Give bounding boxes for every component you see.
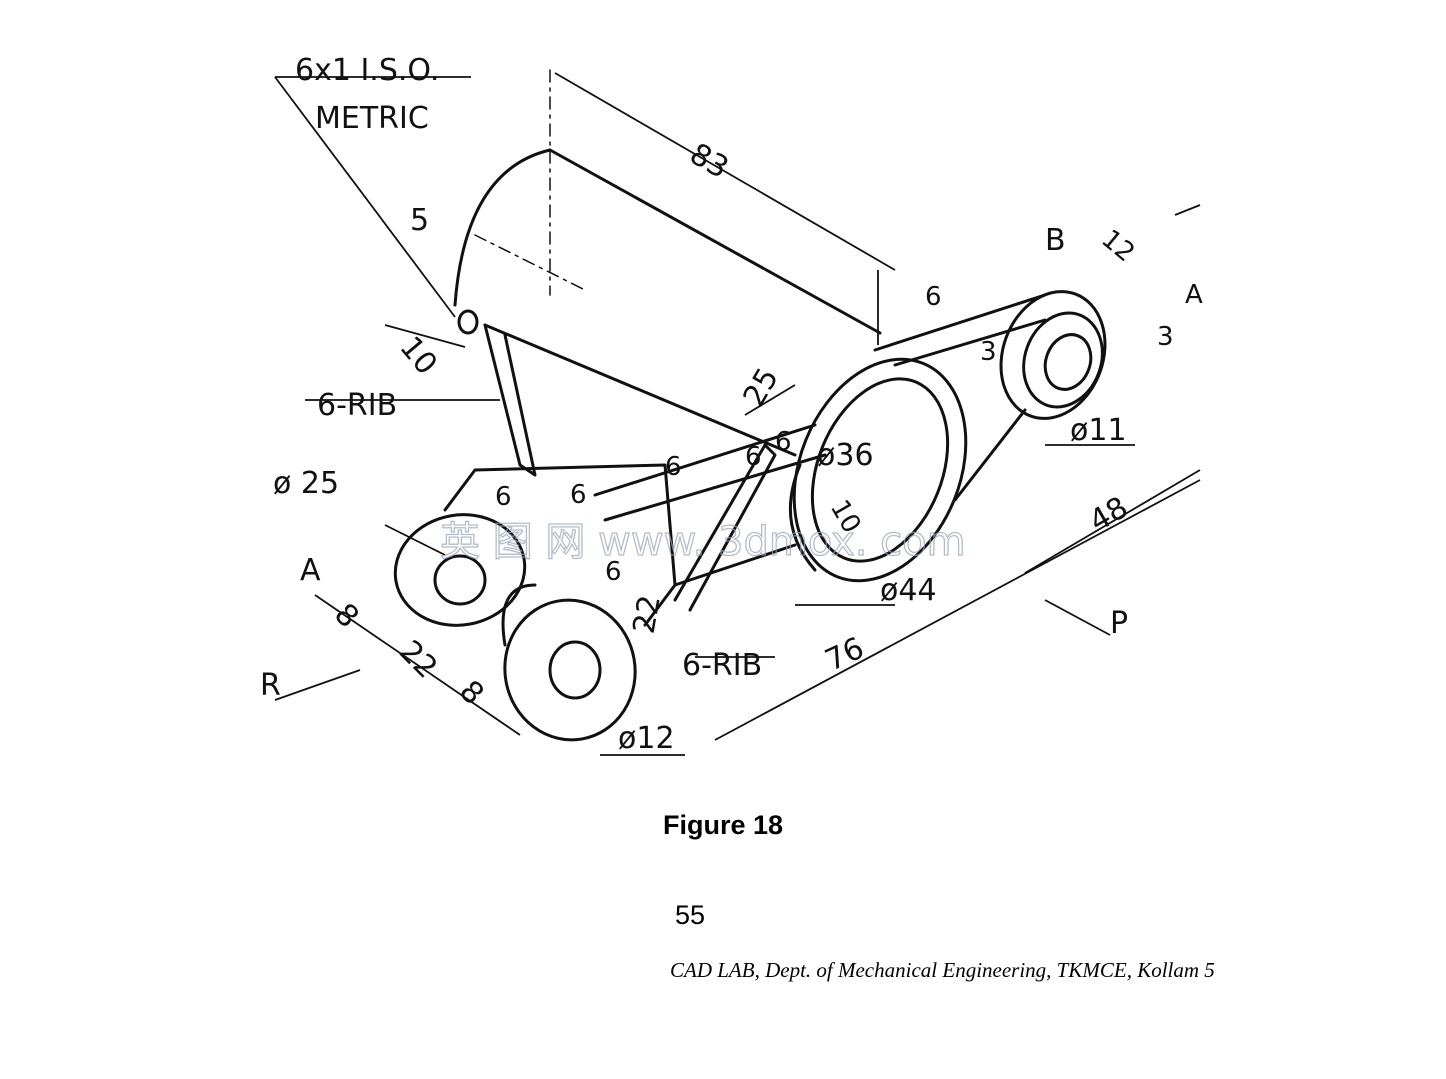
- dim-76: 76: [820, 631, 869, 679]
- dim-phi25: ø 25: [273, 466, 339, 501]
- right-boss-bore: [1043, 333, 1093, 391]
- dim-22-b: 22: [627, 593, 668, 637]
- dim-6-g: 6: [745, 442, 762, 472]
- lower-arm-top: [593, 423, 817, 497]
- dim-P-arrow: [1044, 599, 1111, 636]
- arm-top-2: [893, 318, 1047, 367]
- rib-bottom-label: 6-RIB: [682, 648, 762, 683]
- dim-6-d: 6: [495, 482, 512, 512]
- dim-phi44: ø44: [880, 573, 937, 608]
- dim-phi36: ø36: [817, 438, 874, 473]
- dim-6-b: 6: [665, 452, 682, 482]
- label-A-right: A: [1185, 280, 1203, 310]
- label-B: B: [1045, 223, 1066, 258]
- isometric-drawing: 6x1 I.S.O. METRIC 83 5 10 6-RIB 25 6 6 6…: [175, 25, 1205, 795]
- dim-6-f: 6: [925, 282, 942, 312]
- cylinder-bottom-edge: [483, 323, 797, 457]
- dim-R-arrow: [274, 669, 361, 701]
- dim-6-c: 6: [570, 480, 587, 510]
- cylinder-top-edge: [548, 148, 882, 335]
- dim-48-line: [1024, 469, 1201, 574]
- lower-arm-bottom: [673, 543, 797, 587]
- page-number: 55: [674, 900, 706, 930]
- label-P: P: [1110, 606, 1128, 641]
- dim-76-line: [714, 479, 1201, 741]
- dim-6-a: 6: [775, 427, 792, 457]
- dim-25: 25: [737, 362, 786, 413]
- phi25-leader: [384, 524, 446, 556]
- lower-arm-mid: [603, 453, 827, 522]
- dim-83: 83: [684, 137, 735, 186]
- arm-top: [873, 293, 1047, 352]
- bolt-hole: [457, 309, 479, 335]
- dim-83-line: [554, 72, 896, 271]
- left-boss-lower-side: [501, 583, 537, 647]
- dim-3-a: 3: [980, 337, 997, 367]
- left-boss-upper-bore: [433, 554, 487, 606]
- dim-10-line: [384, 324, 466, 348]
- thread-label-2: METRIC: [315, 101, 429, 136]
- dim-8-22-line: [314, 594, 521, 736]
- large-ring-inner: [810, 377, 950, 563]
- boss-block: [443, 463, 677, 627]
- dim-6-e: 6: [605, 557, 622, 587]
- label-R: R: [260, 668, 281, 703]
- cylinder-axis: [474, 234, 586, 291]
- dim-5: 5: [410, 203, 429, 238]
- watermark: 英 图 网 www. 3dmox. com: [440, 519, 966, 565]
- right-boss-mid: [1022, 311, 1104, 409]
- large-ring-back: [788, 463, 817, 572]
- dim-phi12: ø12: [618, 721, 675, 756]
- rib-top-label: 6-RIB: [317, 388, 397, 423]
- dim-3-b: 3: [1157, 322, 1174, 352]
- dim-10: 10: [392, 330, 443, 382]
- dim-48: 48: [1084, 490, 1135, 539]
- left-boss-lower-bore: [548, 640, 602, 700]
- dim-8-b: 8: [452, 674, 490, 712]
- label-A-left: A: [300, 553, 321, 588]
- rib-lower: [673, 443, 777, 612]
- dim-phi11: ø11: [1070, 413, 1127, 448]
- left-boss-lower-outer: [503, 598, 637, 742]
- dim-8-a: 8: [327, 597, 365, 635]
- dim-25-line: [744, 384, 796, 416]
- arm-bottom: [953, 408, 1027, 502]
- figure-caption: Figure 18: [662, 810, 784, 840]
- left-boss-upper-outer: [393, 513, 527, 627]
- footer-text: CAD LAB, Dept. of Mechanical Engineering…: [670, 958, 1215, 982]
- drawing-svg: 6x1 I.S.O. METRIC 83 5 10 6-RIB 25 6 6 6…: [260, 53, 1203, 756]
- thread-leader: [274, 76, 456, 318]
- thread-label-1: 6x1 I.S.O.: [295, 53, 439, 88]
- dim-12: 12: [1096, 224, 1141, 268]
- dim-A-right-line: [1174, 204, 1201, 216]
- cylinder-left-arc: [453, 148, 552, 307]
